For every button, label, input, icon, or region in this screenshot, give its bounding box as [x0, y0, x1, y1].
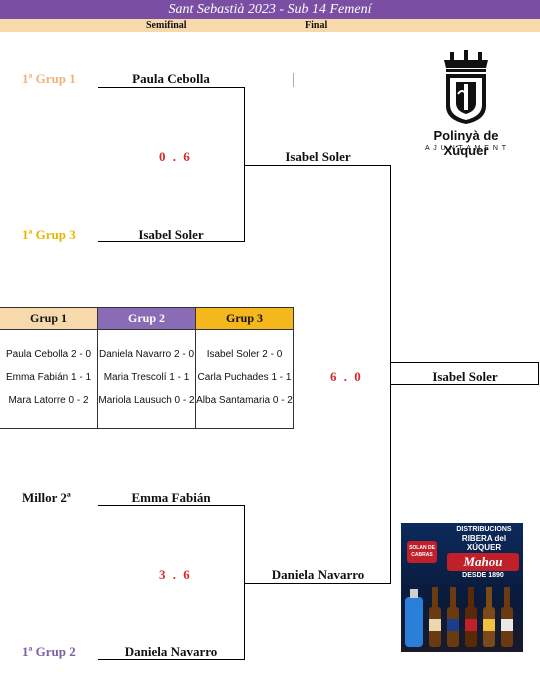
seed-label-3: Millor 2ª [22, 490, 71, 505]
semi2-winner: Daniela Navarro [271, 567, 365, 582]
sponsor-line1: DISTRIBUCIONS [456, 526, 512, 533]
semi1-winner: Isabel Soler [285, 149, 351, 164]
page-title: Sant Sebastià 2023 - Sub 14 Femení [0, 0, 540, 19]
final-winner: Isabel Soler [432, 369, 498, 384]
round-final-label: Final [305, 20, 328, 31]
semi2-bottom-player: Daniela Navarro [124, 644, 218, 659]
seed-label-4: 1ª Grup 2 [22, 644, 76, 659]
sponsor-banner: DISTRIBUCIONS RIBERA del XÚQUER SOLAN DE… [401, 523, 523, 652]
bracket-line [98, 241, 245, 242]
semi2-score: 3 . 6 [159, 567, 192, 582]
semi1-bottom-player: Isabel Soler [138, 227, 204, 242]
semi1-top-player: Paula Cebolla [132, 71, 210, 86]
round-semifinal-label: Semifinal [146, 20, 187, 31]
sponsor-line3: XÚQUER [466, 543, 502, 552]
group-1-standings: Paula Cebolla 2 - 0 Emma Fabián 1 - 1 Ma… [0, 329, 98, 429]
list-item: Carla Puchades 1 - 1 [197, 372, 292, 383]
group-2-header: Grup 2 [98, 307, 196, 330]
divider-tick [293, 73, 294, 87]
list-item: Mariola Lausuch 0 - 2 [98, 395, 195, 406]
round-header-bar: Semifinal Final [0, 19, 540, 32]
bracket-line [244, 505, 245, 659]
town-subtitle: A J U N T A M E N T [424, 145, 508, 152]
semi1-score: 0 . 6 [159, 149, 192, 164]
seed-label-2: 1ª Grup 3 [22, 227, 76, 242]
bracket-line [98, 659, 245, 660]
group-3-standings: Isabel Soler 2 - 0 Carla Puchades 1 - 1 … [196, 329, 294, 429]
sponsor-line2: RIBERA del [461, 534, 507, 543]
list-item: Emma Fabián 1 - 1 [5, 372, 92, 383]
bracket-line [245, 165, 390, 166]
bracket-line [244, 87, 245, 241]
bracket-line [390, 165, 391, 583]
bottles-icon [405, 587, 513, 647]
group-1-header: Grup 1 [0, 307, 98, 330]
list-item: Mara Latorre 0 - 2 [8, 395, 89, 406]
bracket-line [245, 583, 391, 584]
bracket-line [538, 362, 539, 385]
semi2-top-player: Emma Fabián [131, 490, 211, 505]
solan-badge: SOLAN DE CABRAS [407, 541, 437, 563]
mahou-logo: Mahou [447, 553, 519, 571]
group-2-standings: Daniela Navarro 2 - 0 Maria Trescolí 1 -… [98, 329, 196, 429]
group-3-header: Grup 3 [196, 307, 294, 330]
list-item: Daniela Navarro 2 - 0 [98, 349, 195, 360]
bracket-line [390, 384, 539, 385]
list-item: Isabel Soler 2 - 0 [206, 349, 283, 360]
final-score: 6 . 0 [330, 369, 363, 384]
list-item: Alba Santamaria 0 - 2 [196, 395, 293, 406]
bracket-line [390, 362, 539, 363]
town-logo: Polinyà de Xúquer A J U N T A M E N T [410, 48, 522, 158]
bracket-line [98, 505, 245, 506]
list-item: Paula Cebolla 2 - 0 [5, 349, 92, 360]
seed-label-1: 1ª Grup 1 [22, 71, 76, 86]
list-item: Maria Trescolí 1 - 1 [103, 372, 190, 383]
town-name: Polinyà de Xúquer [433, 128, 499, 158]
coat-of-arms-icon [444, 50, 488, 124]
bracket-line [98, 87, 245, 88]
sponsor-since: DESDE 1890 [462, 572, 504, 579]
